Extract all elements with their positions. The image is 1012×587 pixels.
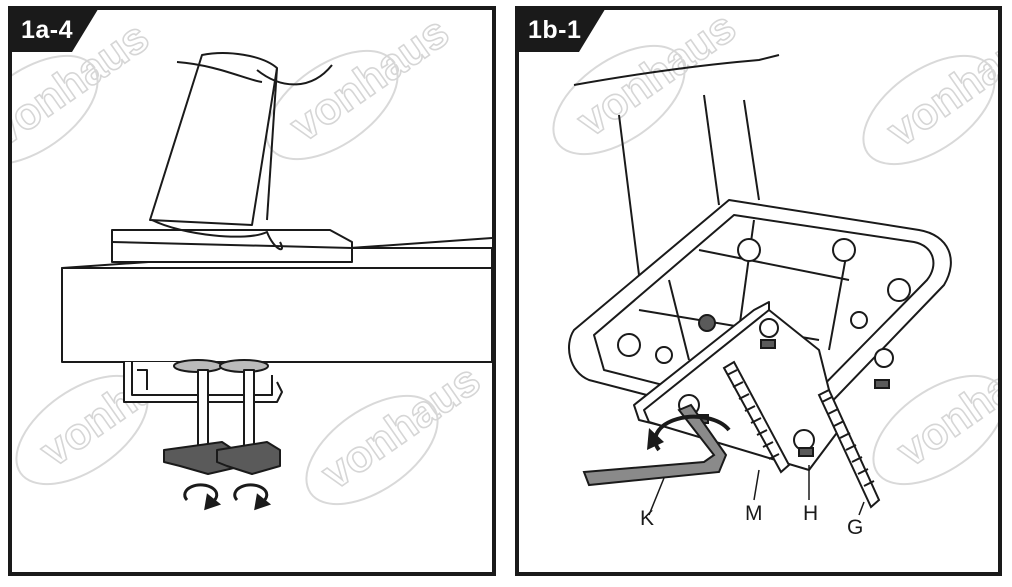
step-badge: 1a-4 bbox=[12, 10, 100, 52]
svg-text:vonhaus: vonhaus bbox=[281, 10, 457, 151]
panel-step-1b-1: 1b-1 vonhaus vonhaus vonhaus bbox=[515, 6, 1002, 576]
step-number: 1a-4 bbox=[21, 16, 74, 44]
clamp-knob-right bbox=[216, 441, 281, 475]
mount-pole bbox=[149, 52, 278, 226]
screw-h bbox=[798, 447, 814, 457]
rotate-arrow-icon bbox=[183, 483, 272, 511]
part-label-h: H bbox=[803, 502, 819, 525]
rotate-arrow-icon bbox=[647, 414, 731, 452]
part-label-m: M bbox=[745, 502, 763, 525]
allen-key bbox=[582, 403, 728, 487]
part-label-g: G bbox=[847, 516, 864, 539]
svg-text:vonhaus: vonhaus bbox=[568, 10, 744, 146]
step-number: 1b-1 bbox=[528, 16, 582, 44]
desk-slab bbox=[61, 267, 492, 363]
svg-text:vonhaus: vonhaus bbox=[12, 12, 158, 156]
panel-step-1a-4: 1a-4 vonhaus vonhaus vonhaus vonhaus bbox=[8, 6, 496, 576]
part-label-k: K bbox=[640, 507, 655, 530]
callout-leaders bbox=[648, 465, 865, 516]
threaded-rod-m bbox=[722, 360, 791, 474]
base-plate-bolt-illustration: vonhaus vonhaus vonhaus bbox=[552, 10, 998, 516]
svg-text:vonhaus: vonhaus bbox=[888, 332, 998, 476]
desk-clamp-illustration: vonhaus vonhaus vonhaus vonhaus bbox=[12, 10, 492, 511]
step-badge: 1b-1 bbox=[519, 10, 607, 52]
